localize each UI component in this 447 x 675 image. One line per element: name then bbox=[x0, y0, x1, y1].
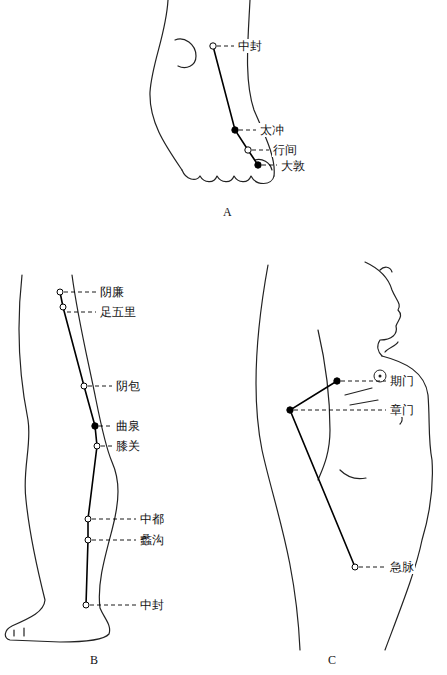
acupoint-label: 期门 bbox=[389, 374, 415, 388]
acupoint-label: 阴廉 bbox=[99, 285, 125, 299]
acupoint-label: 足五里 bbox=[99, 305, 137, 319]
acupoint-label: 章门 bbox=[389, 403, 415, 417]
acupoint-label: 太冲 bbox=[259, 123, 285, 137]
acupoint-label: 中都 bbox=[139, 512, 165, 526]
panel-letter: A bbox=[222, 205, 233, 219]
acupoint-label: 膝关 bbox=[115, 439, 141, 453]
acupoint-label: 中封 bbox=[237, 39, 263, 53]
acupoint-label: 曲泉 bbox=[115, 419, 141, 433]
acupoint-label: 蠡沟 bbox=[139, 533, 165, 547]
acupoint-label: 急脉 bbox=[389, 560, 415, 574]
acupoint-label: 中封 bbox=[139, 598, 165, 612]
acupoint-label: 大敦 bbox=[280, 159, 306, 173]
panel-letter: B bbox=[89, 653, 99, 667]
panel-letter: C bbox=[327, 653, 337, 667]
acupoint-label: 阴包 bbox=[115, 379, 141, 393]
acupoint-label: 行间 bbox=[272, 143, 298, 157]
